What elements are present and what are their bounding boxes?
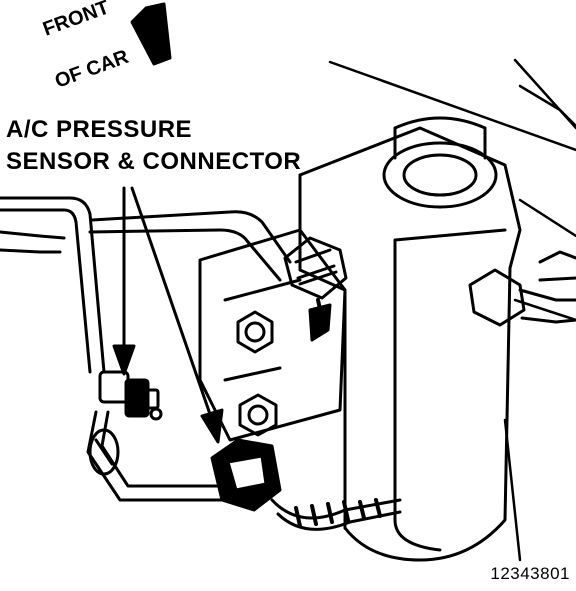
callout-leader-sensor — [112, 186, 136, 376]
callout-label-line1: A/C PRESSURE — [6, 116, 193, 143]
callout-leader-connector — [130, 186, 224, 444]
callout-label-line2: SENSOR & CONNECTOR — [6, 148, 302, 175]
front-arrow-icon — [130, 2, 172, 66]
accumulator-body — [298, 116, 522, 562]
bracket-bolt-upper — [236, 310, 274, 354]
mounting-bracket — [198, 228, 347, 442]
upper-line-fitting — [283, 236, 348, 300]
figure-number: 12343801 — [490, 564, 570, 583]
lower-frame-line — [503, 418, 522, 562]
sensor-connector — [210, 438, 402, 531]
refrigerant-line-left — [0, 196, 292, 502]
pressure-sensor — [88, 370, 163, 476]
right-line-fitting — [468, 250, 576, 327]
body-panel-lines — [328, 58, 576, 322]
bracket-bolt-lower — [238, 393, 278, 437]
